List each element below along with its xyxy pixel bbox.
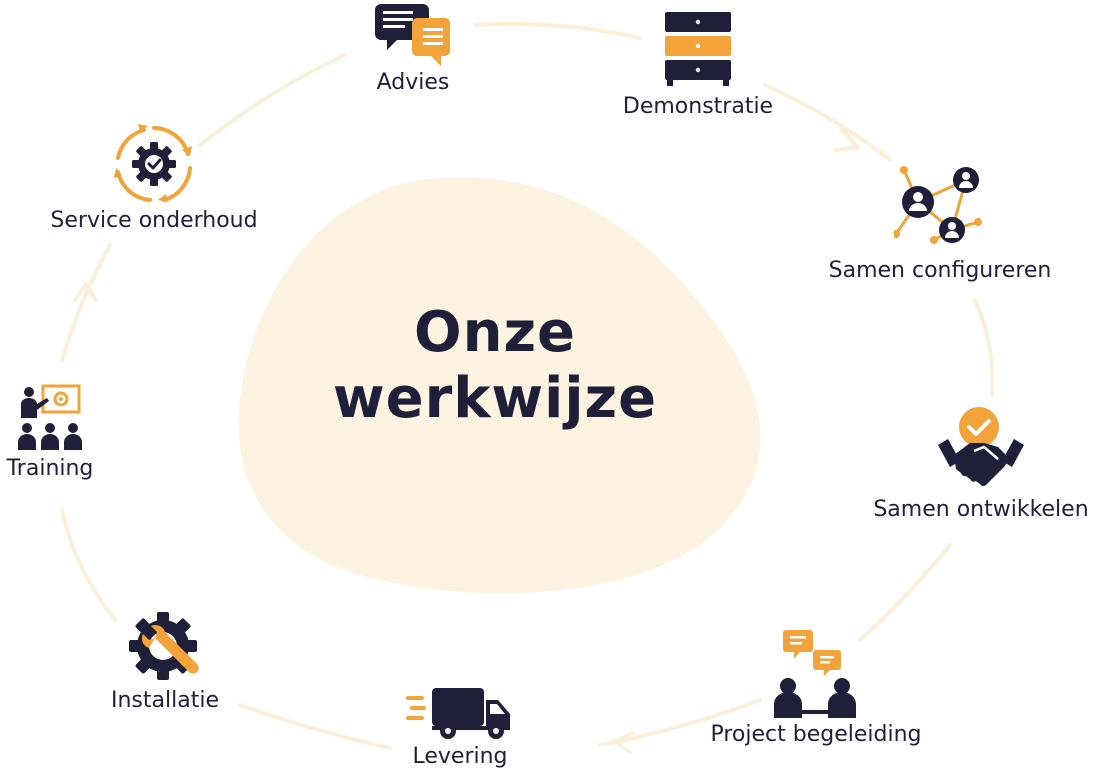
- step-label: Training: [6, 456, 94, 481]
- presentation-audience-icon: [18, 384, 82, 450]
- step-label: Samen ontwikkelen: [873, 497, 1089, 522]
- step-label: Installatie: [111, 688, 219, 713]
- server-cabinet-icon: [665, 12, 731, 86]
- step-service-onderhoud: Service onderhoud: [40, 124, 268, 233]
- step-levering: Levering: [395, 686, 525, 769]
- step-project-begeleiding: Project begeleiding: [705, 628, 927, 747]
- step-samen-configureren: Samen configureren: [815, 160, 1065, 283]
- step-samen-ontwikkelen: Samen ontwikkelen: [870, 405, 1092, 522]
- gear-cycle-icon: [114, 124, 192, 202]
- title-line-1: Onze: [413, 300, 577, 365]
- step-label: Project begeleiding: [710, 722, 922, 747]
- network-people-icon: [894, 166, 982, 244]
- delivery-truck-icon: [406, 688, 510, 739]
- step-installatie: Installatie: [100, 610, 230, 713]
- title-line-2: werkwijze: [332, 366, 658, 431]
- step-demonstratie: Demonstratie: [613, 12, 783, 119]
- step-label: Levering: [412, 744, 508, 769]
- step-label: Samen configureren: [828, 258, 1052, 283]
- step-label: Demonstratie: [622, 94, 774, 119]
- gear-wrench-icon: [129, 612, 199, 680]
- step-label: Service onderhoud: [50, 208, 258, 233]
- handshake-check-icon: [938, 407, 1024, 486]
- step-advies: Advies: [353, 0, 473, 95]
- advice-chat-icon: [375, 4, 450, 66]
- step-training: Training: [0, 384, 100, 481]
- step-label: Advies: [376, 70, 450, 95]
- meeting-people-icon: [774, 630, 856, 718]
- diagram-title: Onze werkwijze: [300, 300, 690, 432]
